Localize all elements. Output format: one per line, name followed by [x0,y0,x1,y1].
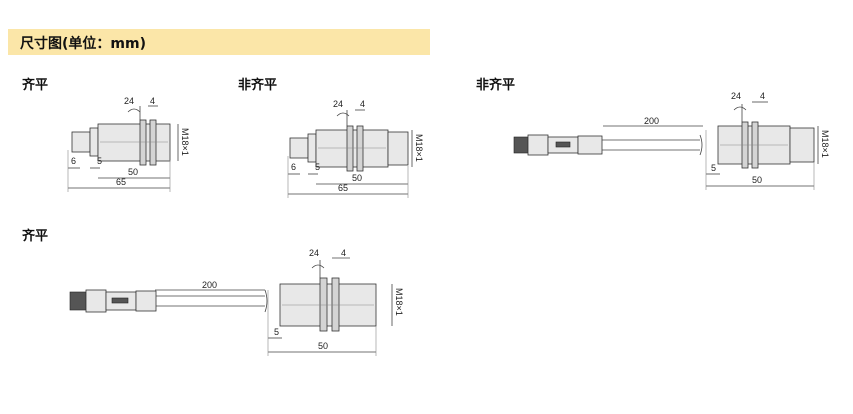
m12-thread [69,291,87,311]
dim-6: 6 [291,162,296,172]
dim-wrench: 24 [309,248,319,258]
dim-65: 65 [116,177,126,187]
connector-plug [289,137,309,159]
dim-6: 6 [71,156,76,166]
dim-thread: M18×1 [394,288,404,316]
nut-left [139,119,147,166]
dim-200: 200 [202,280,217,290]
nut-left [346,125,354,172]
dim-thread: M18×1 [414,134,424,162]
sensor-body [97,123,171,162]
dim-thread: M18×1 [180,128,190,156]
dim-nut: 4 [760,91,765,101]
cable-boot [577,135,603,155]
connector-plug [71,131,91,153]
cable-boot [135,290,157,312]
connector-ring [89,127,99,157]
dim-65: 65 [338,183,348,193]
m12-nut [85,289,107,313]
dim-nut: 4 [150,96,155,106]
dim-5: 5 [97,156,102,166]
dim-wrench: 24 [731,91,741,101]
dim-50: 50 [128,167,138,177]
section-title: 尺寸图(单位：mm) [20,36,146,52]
sensor-head [789,127,815,163]
drawing-flush-connector: 24 4 M18×1 6 5 50 65 [67,96,190,192]
m12-thread [513,136,529,154]
drawing-nonflush-connector: 24 4 M18×1 6 5 50 65 [287,99,424,198]
nut-right [149,119,157,166]
dim-thread: M18×1 [820,130,830,158]
diagram-label-4: 齐平 [22,229,49,244]
nut-right [331,277,340,332]
nut-left [319,277,328,332]
drawing-flush-cable: 200 24 4 M18×1 5 50 [69,248,404,356]
dim-nut: 4 [360,99,365,109]
dim-wrench: 24 [333,99,343,109]
connector-ring [307,133,317,163]
dim-200: 200 [644,116,659,126]
diagram-label-2: 非齐平 [238,78,278,93]
dim-5: 5 [711,163,716,173]
dim-5: 5 [274,327,279,337]
sensor-head [387,131,409,166]
dim-50: 50 [752,175,762,185]
dim-50: 50 [352,173,362,183]
diagram-label-1: 齐平 [22,78,49,93]
drawing-nonflush-cable: 200 24 4 M18×1 5 50 [513,91,830,190]
dim-50: 50 [318,341,328,351]
dim-5: 5 [315,162,320,172]
diagram-label-3: 非齐平 [476,78,516,93]
dim-nut: 4 [341,248,346,258]
m12-nut [527,134,549,156]
dim-wrench: 24 [124,96,134,106]
section-header: 尺寸图(单位：mm) [8,29,430,55]
nut-right [356,125,364,172]
